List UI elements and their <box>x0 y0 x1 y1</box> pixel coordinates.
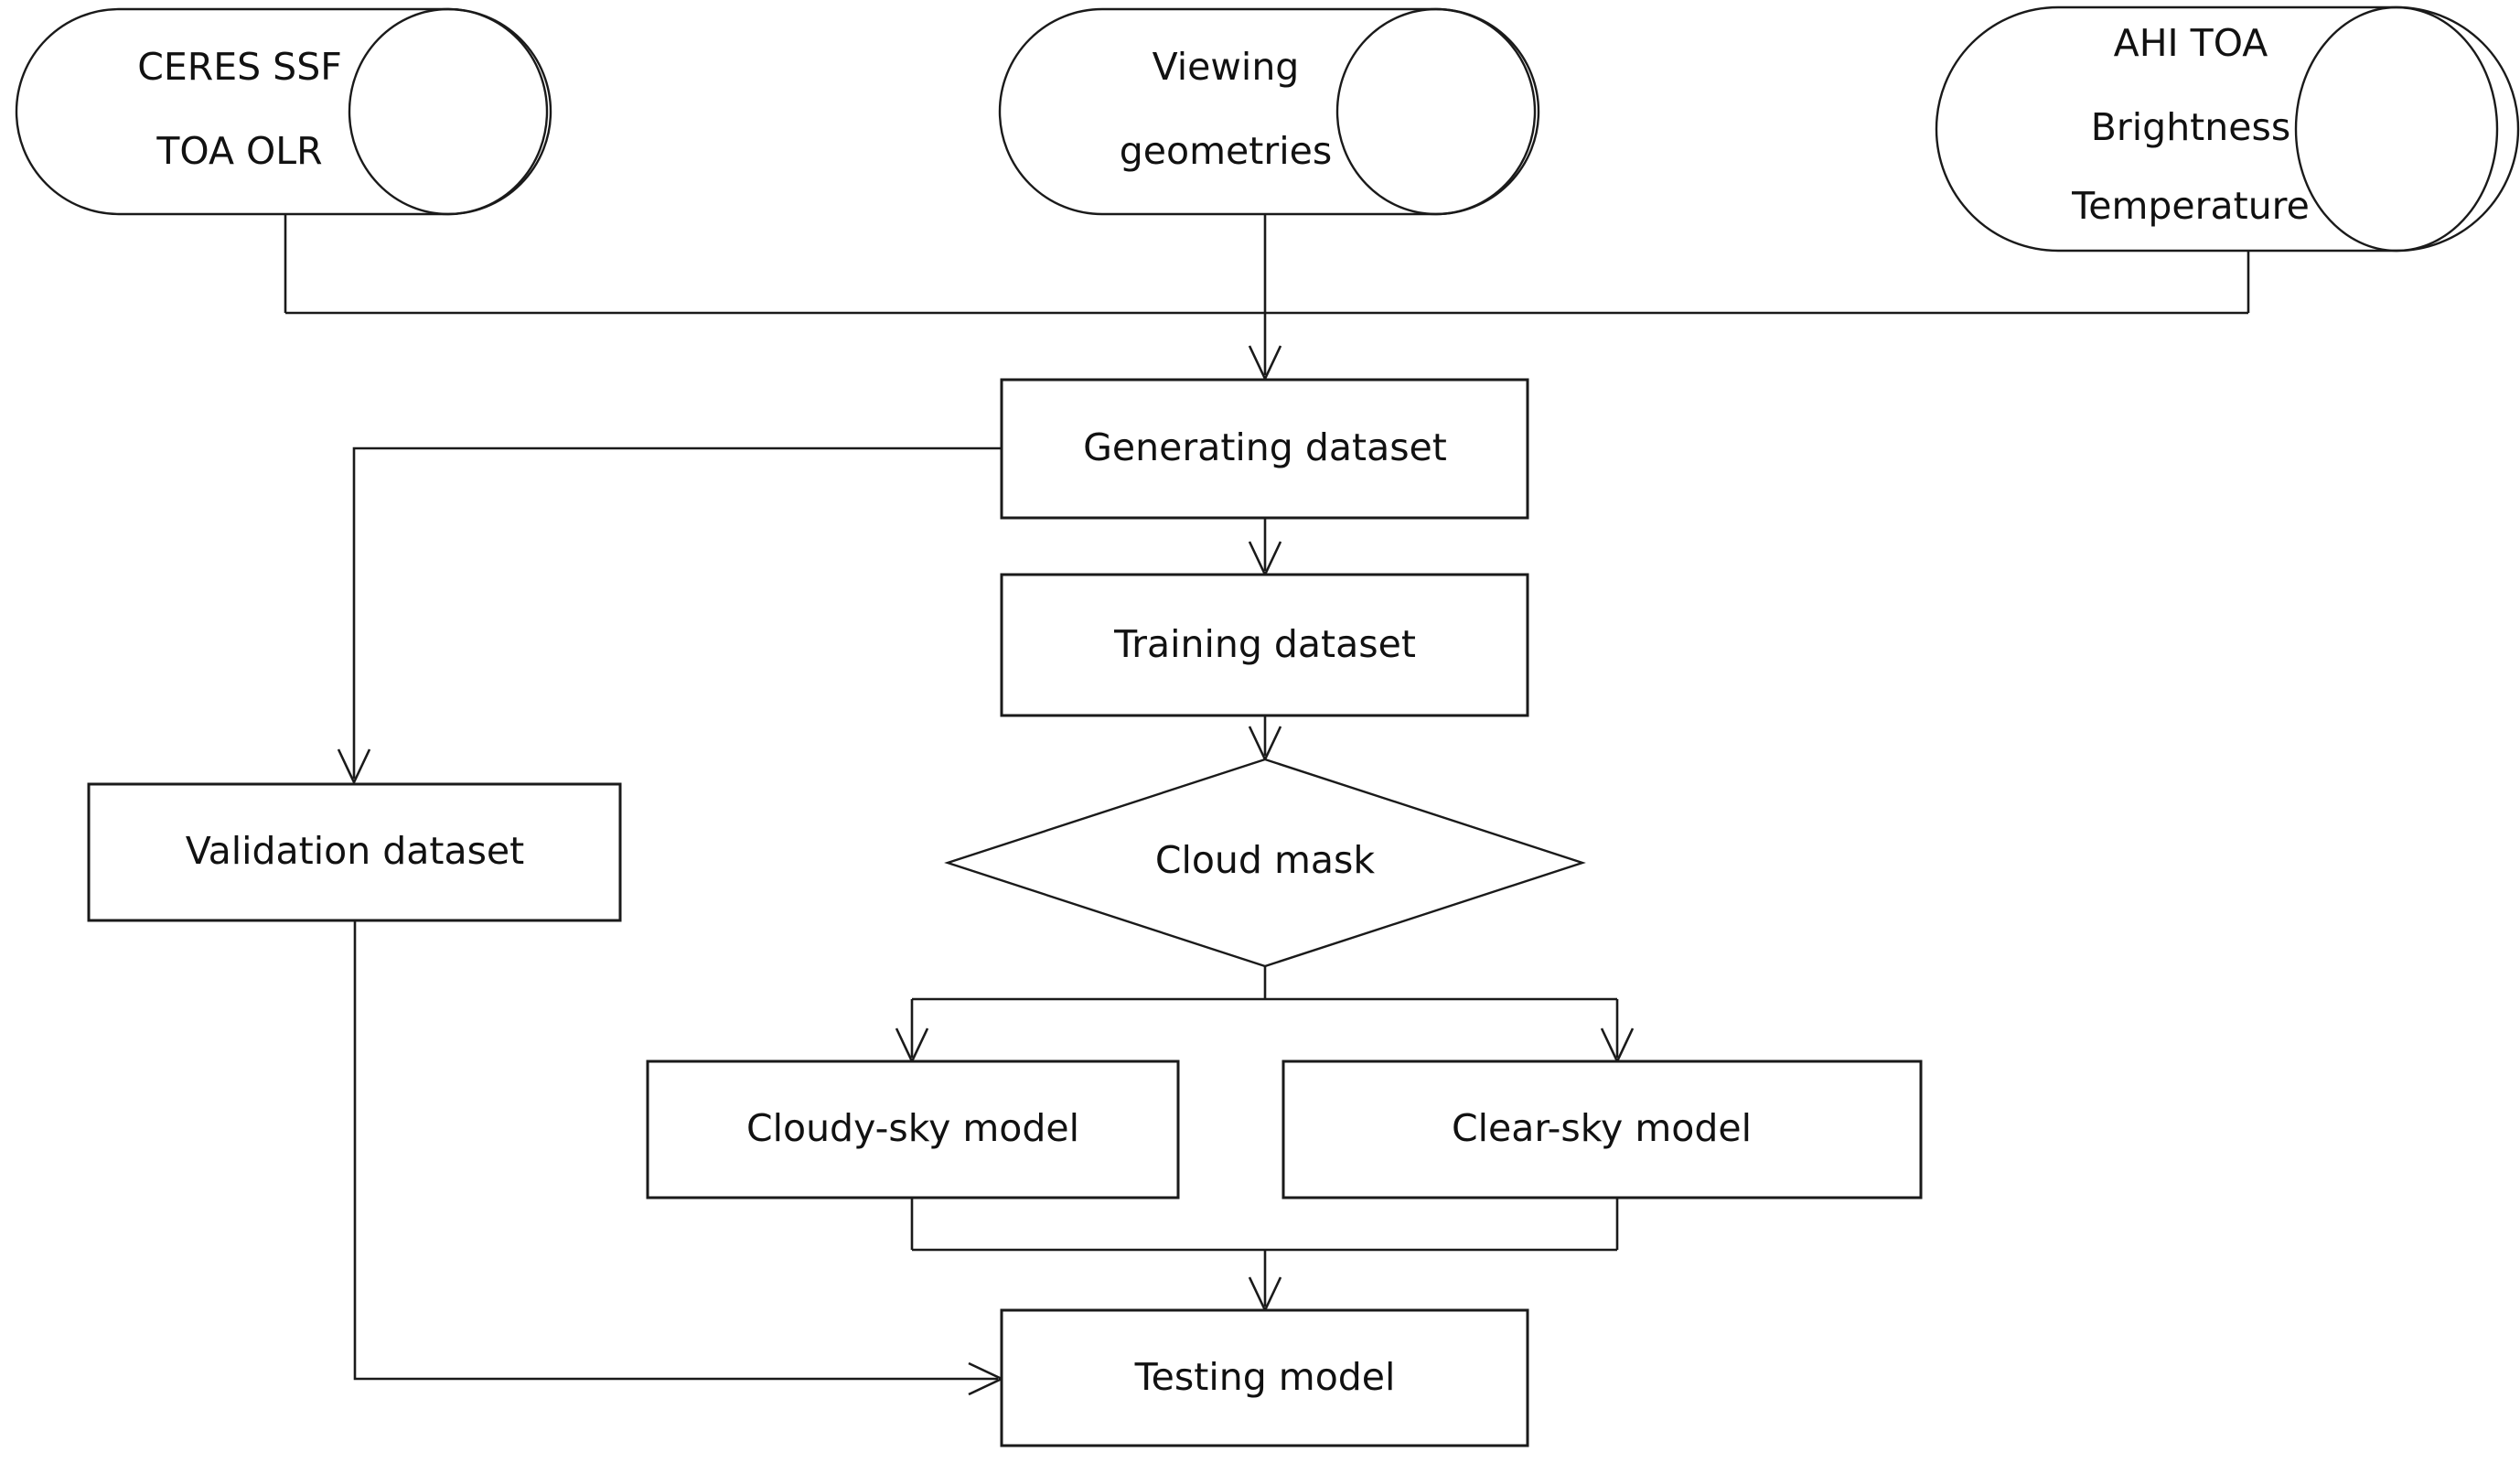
edge-validation-to-testing <box>353 920 998 1381</box>
node-ceres-label-line2: TOA OLR <box>155 129 322 173</box>
box-generating-dataset <box>1000 378 1529 520</box>
node-validation-label: Validation dataset <box>186 829 525 873</box>
node-ahi-label-line3: Temperature <box>2071 184 2310 228</box>
node-ahi-toa-brightness-temperature[interactable]: AHI TOA Brightness Temperature <box>1935 5 2520 253</box>
node-testing-model[interactable]: Testing model <box>1000 1308 1529 1447</box>
box-cloudy-sky-model <box>646 1060 1180 1199</box>
node-ahi-label-line2: Brightness <box>2091 105 2290 149</box>
box-clear-sky-model <box>1281 1060 1923 1199</box>
node-viewing-geometries[interactable]: Viewing geometries <box>998 7 1540 216</box>
node-testing-label: Testing model <box>1134 1355 1396 1399</box>
node-training-dataset[interactable]: Training dataset <box>1000 573 1529 717</box>
cylinder-body-ceres <box>15 7 552 216</box>
edge-generating-to-validation <box>352 446 1002 779</box>
cylinder-cap-ceres <box>348 7 549 216</box>
node-training-label: Training dataset <box>1113 622 1416 666</box>
box-validation-dataset <box>87 782 622 922</box>
cylinder-body-viewing <box>998 7 1540 216</box>
cylinder-cap-ahi <box>2294 5 2499 253</box>
node-ceres-label-line1: CERES SSF <box>137 45 342 89</box>
node-viewing-label-line1: Viewing <box>1153 45 1300 89</box>
cylinder-cap-viewing <box>1335 7 1537 216</box>
node-validation-dataset[interactable]: Validation dataset <box>87 782 622 922</box>
node-cloudy-label: Cloudy-sky model <box>746 1106 1079 1150</box>
node-cloudmask-label: Cloud mask <box>1155 838 1376 882</box>
arrowhead-into-validation <box>337 748 371 786</box>
node-cloud-mask-decision[interactable]: Cloud mask <box>944 758 1586 968</box>
node-clear-label: Clear-sky model <box>1452 1106 1752 1150</box>
box-training-dataset <box>1000 573 1529 717</box>
node-generating-dataset[interactable]: Generating dataset <box>1000 378 1529 520</box>
node-ahi-label-line1: AHI TOA <box>2114 21 2268 65</box>
node-clear-sky-model[interactable]: Clear-sky model <box>1281 1060 1923 1199</box>
node-ceres-ssf-toa-olr[interactable]: CERES SSF TOA OLR <box>15 7 552 216</box>
box-testing-model <box>1000 1308 1529 1447</box>
node-generating-label: Generating dataset <box>1083 425 1447 469</box>
node-viewing-label-line2: geometries <box>1120 129 1332 173</box>
node-cloudy-sky-model[interactable]: Cloudy-sky model <box>646 1060 1180 1199</box>
